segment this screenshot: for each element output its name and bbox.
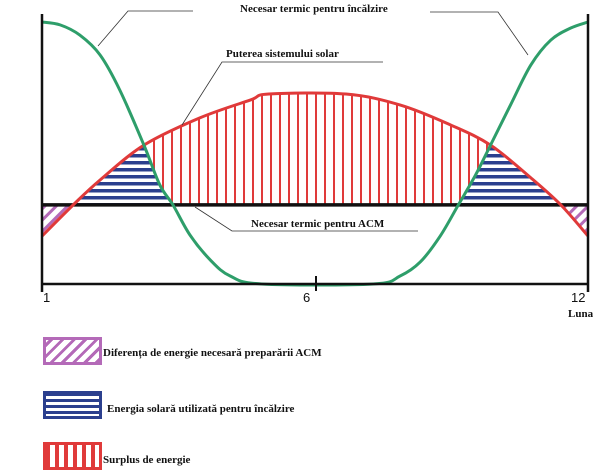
legend-label-solar-heating: Energia solară utilizată pentru încălzir…: [107, 403, 295, 415]
x-tick-label-12: 12: [571, 290, 585, 305]
legend-swatch-vertical: [43, 442, 102, 470]
label-heating-demand: Necesar termic pentru încălzire: [240, 3, 388, 15]
label-acm-demand: Necesar termic pentru ACM: [251, 218, 385, 230]
x-tick-label-6: 6: [303, 290, 310, 305]
series-solar-power-line: [40, 91, 590, 238]
leader-acm: [194, 206, 418, 232]
x-axis-label: Luna: [568, 308, 594, 320]
legend-label-surplus: Surplus de energie: [103, 454, 191, 466]
legend-swatch-horizontal: [43, 391, 102, 419]
legend-swatch-diagonal: [43, 337, 102, 365]
label-solar-power: Puterea sistemului solar: [226, 48, 339, 60]
region-energy-surplus: [42, 92, 588, 205]
legend-label-acm-difference: Diferența de energie necesară preparării…: [103, 347, 322, 359]
energy-chart: 1 6 12 Luna Necesar termic pentru încălz…: [40, 3, 594, 320]
leader-heating: [97, 10, 529, 56]
leader-solar: [181, 61, 383, 126]
x-tick-label-1: 1: [43, 290, 50, 305]
